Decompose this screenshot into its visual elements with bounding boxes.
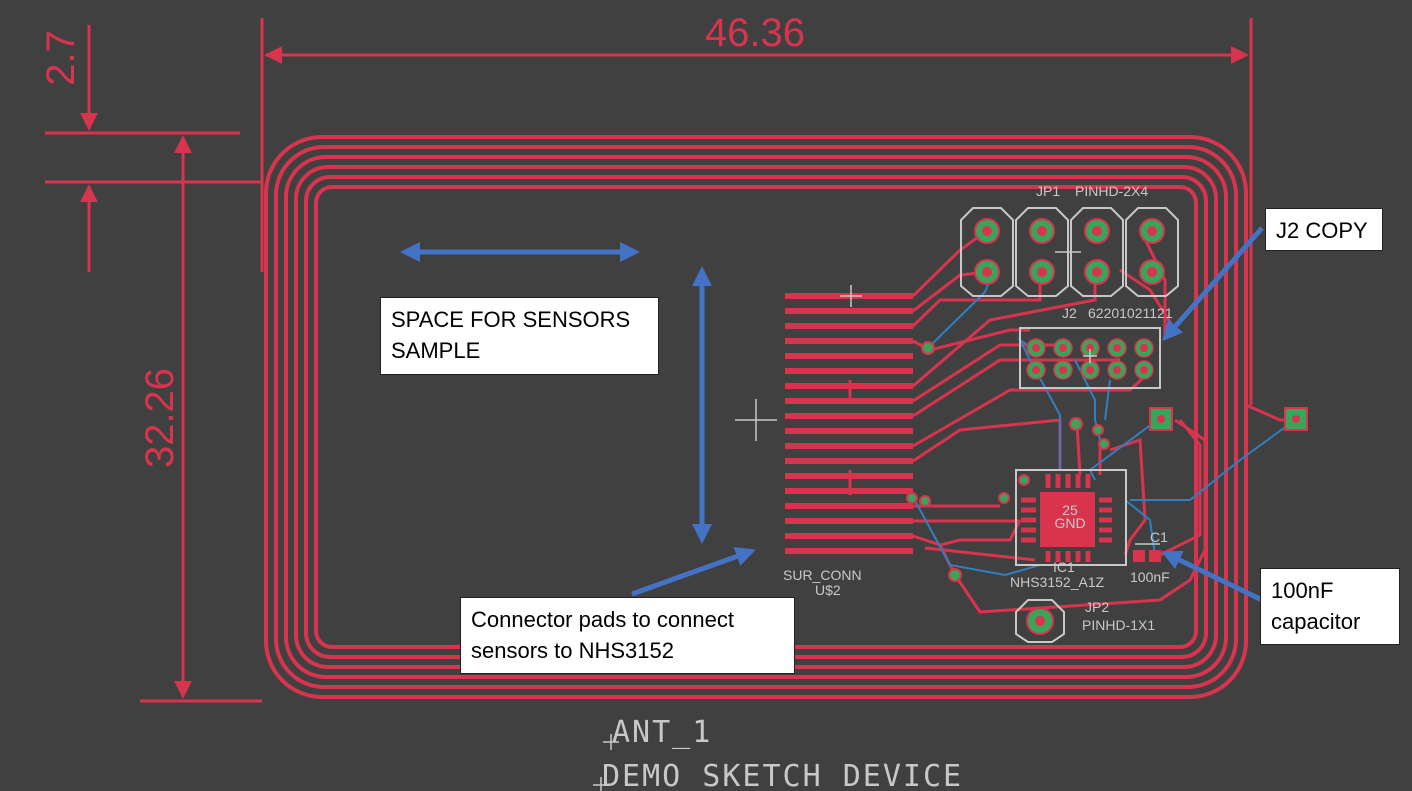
j2-value-label: 62201021121 bbox=[1088, 305, 1173, 321]
j2-label: J2 bbox=[1062, 305, 1077, 321]
j2-copy-callout: J2 COPY bbox=[1265, 208, 1383, 251]
dimension-lines bbox=[45, 18, 1253, 703]
antenna-name: ANT_1 bbox=[612, 715, 712, 750]
annotation-arrows bbox=[400, 226, 1264, 603]
width-dimension-label: 46.36 bbox=[705, 11, 805, 55]
c1-capacitor bbox=[1133, 543, 1161, 562]
c1-value-label: 100nF bbox=[1130, 569, 1170, 585]
margin-dimension-label: 2.7 bbox=[39, 30, 83, 86]
connector-pads-callout: Connector pads to connect sensors to NHS… bbox=[460, 597, 795, 674]
jp1-header bbox=[960, 207, 1179, 297]
jp2-pad bbox=[1015, 599, 1065, 643]
jp2-value-label: PINHD-1X1 bbox=[1082, 617, 1155, 633]
arrow-to-j2-icon bbox=[1162, 226, 1264, 342]
ic1-ref-label: IC1 bbox=[1053, 559, 1075, 575]
c1-ref-label: C1 bbox=[1150, 529, 1168, 545]
connector-label: SUR_CONN bbox=[783, 567, 862, 583]
ic1-pad-name: GND bbox=[1054, 515, 1085, 531]
test-pads bbox=[1149, 407, 1308, 431]
jp1-label: JP1 bbox=[1036, 183, 1060, 199]
arrow-to-capacitor-icon bbox=[1161, 550, 1264, 603]
origin-crosses bbox=[593, 239, 1097, 791]
sensor-connector-pads bbox=[785, 293, 913, 554]
jp1-value-label: PINHD-2X4 bbox=[1075, 183, 1148, 199]
sensors-space-callout: SPACE FOR SENSORS SAMPLE bbox=[380, 297, 659, 375]
height-dimension-label: 32.26 bbox=[138, 368, 182, 468]
ic1-value-label: NHS3152_A1Z bbox=[1010, 574, 1105, 590]
arrow-to-connector-icon bbox=[631, 546, 756, 597]
jp2-label: JP2 bbox=[1085, 599, 1109, 615]
device-name: DEMO_SKETCH_DEVICE bbox=[602, 759, 963, 791]
ic1-chip bbox=[1015, 469, 1127, 566]
ic1-pad-number: 25 bbox=[1062, 502, 1078, 518]
capacitor-callout: 100nF capacitor bbox=[1260, 568, 1400, 645]
connector-ref-label: U$2 bbox=[815, 582, 841, 598]
vias bbox=[906, 341, 1110, 582]
antenna-coil bbox=[264, 135, 1248, 699]
